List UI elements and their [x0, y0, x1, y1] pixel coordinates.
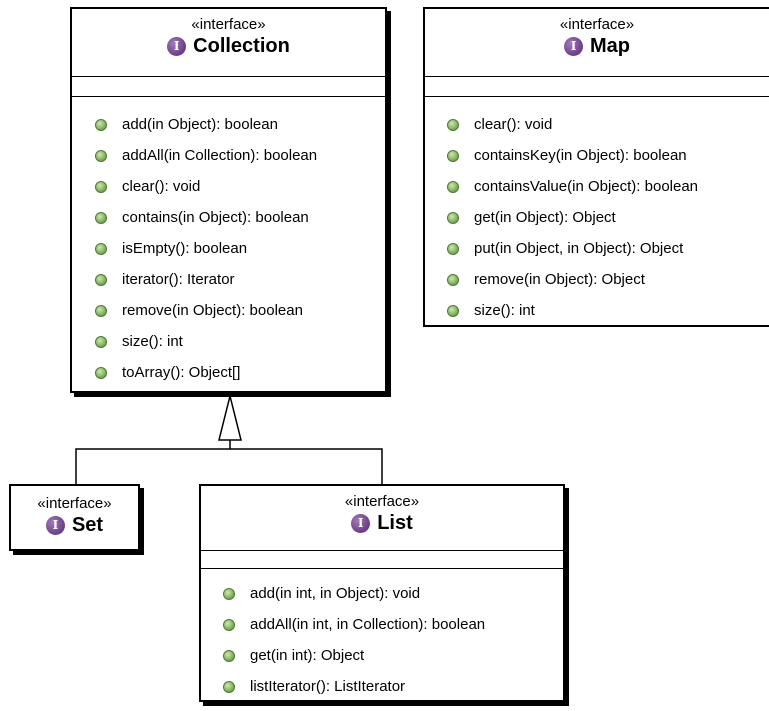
operation-label: isEmpty(): boolean — [122, 240, 248, 257]
operation-item[interactable]: get(in int): Object — [223, 640, 563, 671]
interface-icon: I — [45, 515, 65, 535]
operation-label: toArray(): Object[] — [122, 364, 241, 381]
map-interface-box[interactable]: «interface» I Map clear(): void contains… — [423, 7, 769, 327]
public-method-icon — [95, 180, 107, 193]
operation-item[interactable]: remove(in Object): Object — [447, 264, 769, 295]
operation-label: addAll(in int, in Collection): boolean — [250, 616, 486, 633]
public-method-icon — [95, 149, 107, 162]
operation-label: clear(): void — [474, 116, 553, 133]
operation-item[interactable]: contains(in Object): boolean — [95, 202, 385, 233]
operation-item[interactable]: addAll(in Collection): boolean — [95, 140, 385, 171]
operation-item[interactable]: add(in Object): boolean — [95, 109, 385, 140]
set-header: «interface» I Set — [11, 486, 138, 537]
operation-label: iterator(): Iterator — [122, 271, 235, 288]
public-method-icon — [95, 304, 107, 317]
map-name: Map — [590, 35, 630, 57]
set-name: Set — [71, 514, 104, 536]
operation-label: add(in int, in Object): void — [250, 585, 421, 602]
collection-stereotype: «interface» — [191, 16, 266, 33]
operation-item[interactable]: iterator(): Iterator — [95, 264, 385, 295]
public-method-icon — [223, 649, 235, 662]
operation-item[interactable]: size(): int — [447, 295, 769, 326]
operation-item[interactable]: put(in Object, in Object): Object — [447, 233, 769, 264]
operation-label: size(): int — [474, 302, 535, 319]
collection-header: «interface» I Collection — [72, 9, 385, 58]
collection-name: Collection — [193, 35, 290, 57]
interface-icon: I — [564, 36, 583, 56]
operation-label: get(in Object): Object — [474, 209, 616, 226]
public-method-icon — [95, 211, 107, 224]
public-method-icon — [95, 118, 107, 131]
attributes-separator — [72, 76, 385, 77]
set-stereotype: «interface» — [37, 495, 112, 512]
operation-label: clear(): void — [122, 178, 201, 195]
operation-label: add(in Object): boolean — [122, 116, 278, 133]
operation-item[interactable]: containsKey(in Object): boolean — [447, 140, 769, 171]
operation-item[interactable]: listIterator(): ListIterator — [223, 671, 563, 702]
list-name: List — [377, 512, 413, 534]
operation-item[interactable]: isEmpty(): boolean — [95, 233, 385, 264]
public-method-icon — [447, 180, 459, 193]
operation-item[interactable]: size(): int — [95, 326, 385, 357]
public-method-icon — [223, 680, 235, 693]
map-stereotype: «interface» — [559, 16, 635, 33]
public-method-icon — [95, 335, 107, 348]
operation-item[interactable]: clear(): void — [447, 109, 769, 140]
operation-item[interactable]: addAll(in int, in Collection): boolean — [223, 609, 563, 640]
map-header: «interface» I Map — [425, 9, 769, 58]
attributes-separator — [201, 550, 563, 551]
map-operations: clear(): void containsKey(in Object): bo… — [425, 109, 769, 326]
operation-label: addAll(in Collection): boolean — [122, 147, 318, 164]
public-method-icon — [223, 587, 235, 600]
operation-label: put(in Object, in Object): Object — [474, 240, 684, 257]
list-interface-box[interactable]: «interface» I List add(in int, in Object… — [199, 484, 565, 702]
operation-label: remove(in Object): Object — [474, 271, 645, 288]
set-interface-box[interactable]: «interface» I Set — [9, 484, 140, 551]
public-method-icon — [447, 304, 459, 317]
operations-separator — [425, 96, 769, 97]
operation-item[interactable]: remove(in Object): boolean — [95, 295, 385, 326]
interface-icon: I — [351, 513, 371, 533]
public-method-icon — [447, 273, 459, 286]
attributes-separator — [425, 76, 769, 77]
list-stereotype: «interface» — [344, 493, 420, 510]
list-header: «interface» I List — [201, 486, 563, 535]
operation-label: containsValue(in Object): boolean — [474, 178, 699, 195]
operation-item[interactable]: add(in int, in Object): void — [223, 578, 563, 609]
list-operations: add(in int, in Object): void addAll(in i… — [201, 578, 563, 702]
public-method-icon — [447, 211, 459, 224]
public-method-icon — [447, 118, 459, 131]
collection-interface-box[interactable]: «interface» I Collection add(in Object):… — [70, 7, 387, 393]
operation-label: contains(in Object): boolean — [122, 209, 309, 226]
operation-label: get(in int): Object — [250, 647, 365, 664]
public-method-icon — [95, 366, 107, 379]
public-method-icon — [223, 618, 235, 631]
interface-icon: I — [167, 36, 187, 56]
operation-item[interactable]: containsValue(in Object): boolean — [447, 171, 769, 202]
generalization-line-list — [230, 448, 383, 484]
operations-separator — [201, 568, 563, 569]
operations-separator — [72, 96, 385, 97]
operation-label: listIterator(): ListIterator — [250, 678, 406, 695]
operation-label: remove(in Object): boolean — [122, 302, 303, 319]
operation-item[interactable]: toArray(): Object[] — [95, 357, 385, 388]
operation-item[interactable]: clear(): void — [95, 171, 385, 202]
collection-operations: add(in Object): boolean addAll(in Collec… — [72, 109, 385, 388]
public-method-icon — [95, 242, 107, 255]
generalization-line-set — [75, 440, 231, 484]
operation-label: size(): int — [122, 333, 183, 350]
generalization-arrowhead — [218, 395, 242, 441]
public-method-icon — [447, 149, 459, 162]
operation-label: containsKey(in Object): boolean — [474, 147, 687, 164]
public-method-icon — [447, 242, 459, 255]
public-method-icon — [95, 273, 107, 286]
operation-item[interactable]: get(in Object): Object — [447, 202, 769, 233]
